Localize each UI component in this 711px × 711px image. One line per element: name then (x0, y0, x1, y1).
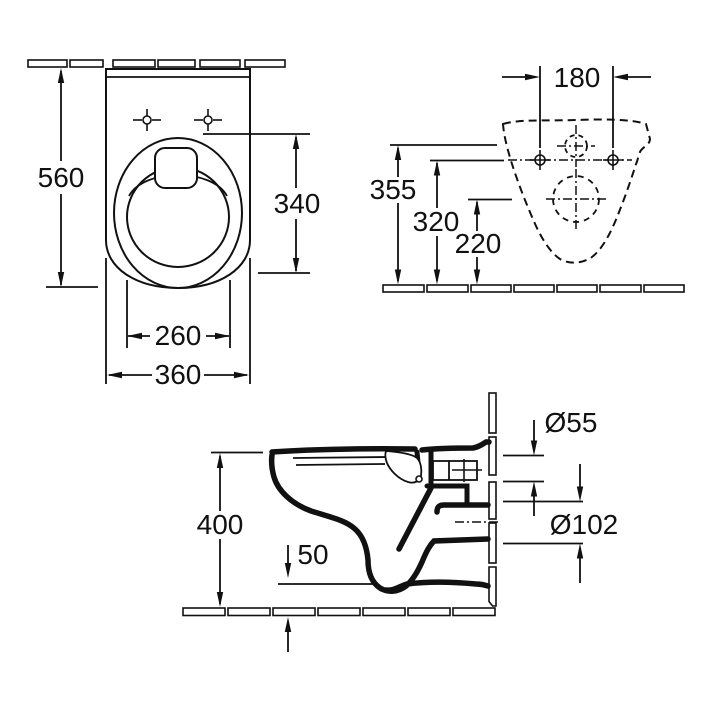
dim-50-label: 50 (297, 539, 328, 570)
dim-560: 560 (38, 68, 98, 288)
dim-360: 360 (105, 258, 251, 390)
bolt-hole-crosshair-right (194, 109, 222, 131)
dim-dia102-label: Ø102 (550, 509, 619, 540)
dim-220-label: 220 (455, 228, 502, 259)
toilet-profile (268, 439, 492, 594)
dim-400: 400 (197, 451, 263, 607)
inlet-hole (557, 125, 595, 167)
plan-view: 560 340 260 (27, 59, 321, 390)
dim-400-label: 400 (197, 509, 244, 540)
fixing-hole-right (603, 150, 623, 170)
flush-area (154, 147, 198, 189)
dim-220: 220 (455, 198, 512, 285)
dim-355-label: 355 (370, 174, 417, 205)
dim-560-label: 560 (38, 162, 85, 193)
dim-260-label: 260 (155, 320, 202, 351)
dim-180-label: 180 (554, 62, 601, 93)
seat-outline (113, 137, 243, 289)
wall-section (27, 59, 286, 68)
dim-320-label: 320 (413, 206, 460, 237)
dim-340-label: 340 (274, 188, 321, 219)
side-view: 400 50 Ø55 Ø102 (182, 392, 618, 652)
dim-dia55: Ø55 (503, 407, 597, 516)
toilet-profile-detail (292, 450, 500, 523)
dim-360-label: 360 (155, 359, 202, 390)
dim-dia55-label: Ø55 (545, 407, 598, 438)
dim-320: 320 (413, 159, 504, 285)
dim-355: 355 (370, 144, 497, 285)
outlet-hole (546, 169, 606, 230)
fixing-hole-left (530, 150, 550, 170)
dim-50: 50 (278, 539, 375, 652)
front-view: 180 355 320 220 (370, 62, 685, 293)
wall-section-side (488, 392, 497, 607)
dim-180: 180 (502, 62, 651, 93)
toilet-body-hidden-outline (501, 118, 652, 264)
floor-section-side (182, 607, 496, 617)
dim-260: 260 (126, 280, 231, 351)
dim-dia102: Ø102 (503, 464, 618, 583)
dim-340: 340 (203, 133, 321, 274)
bolt-hole-crosshair-left (133, 109, 161, 131)
floor-section-front (382, 284, 685, 293)
